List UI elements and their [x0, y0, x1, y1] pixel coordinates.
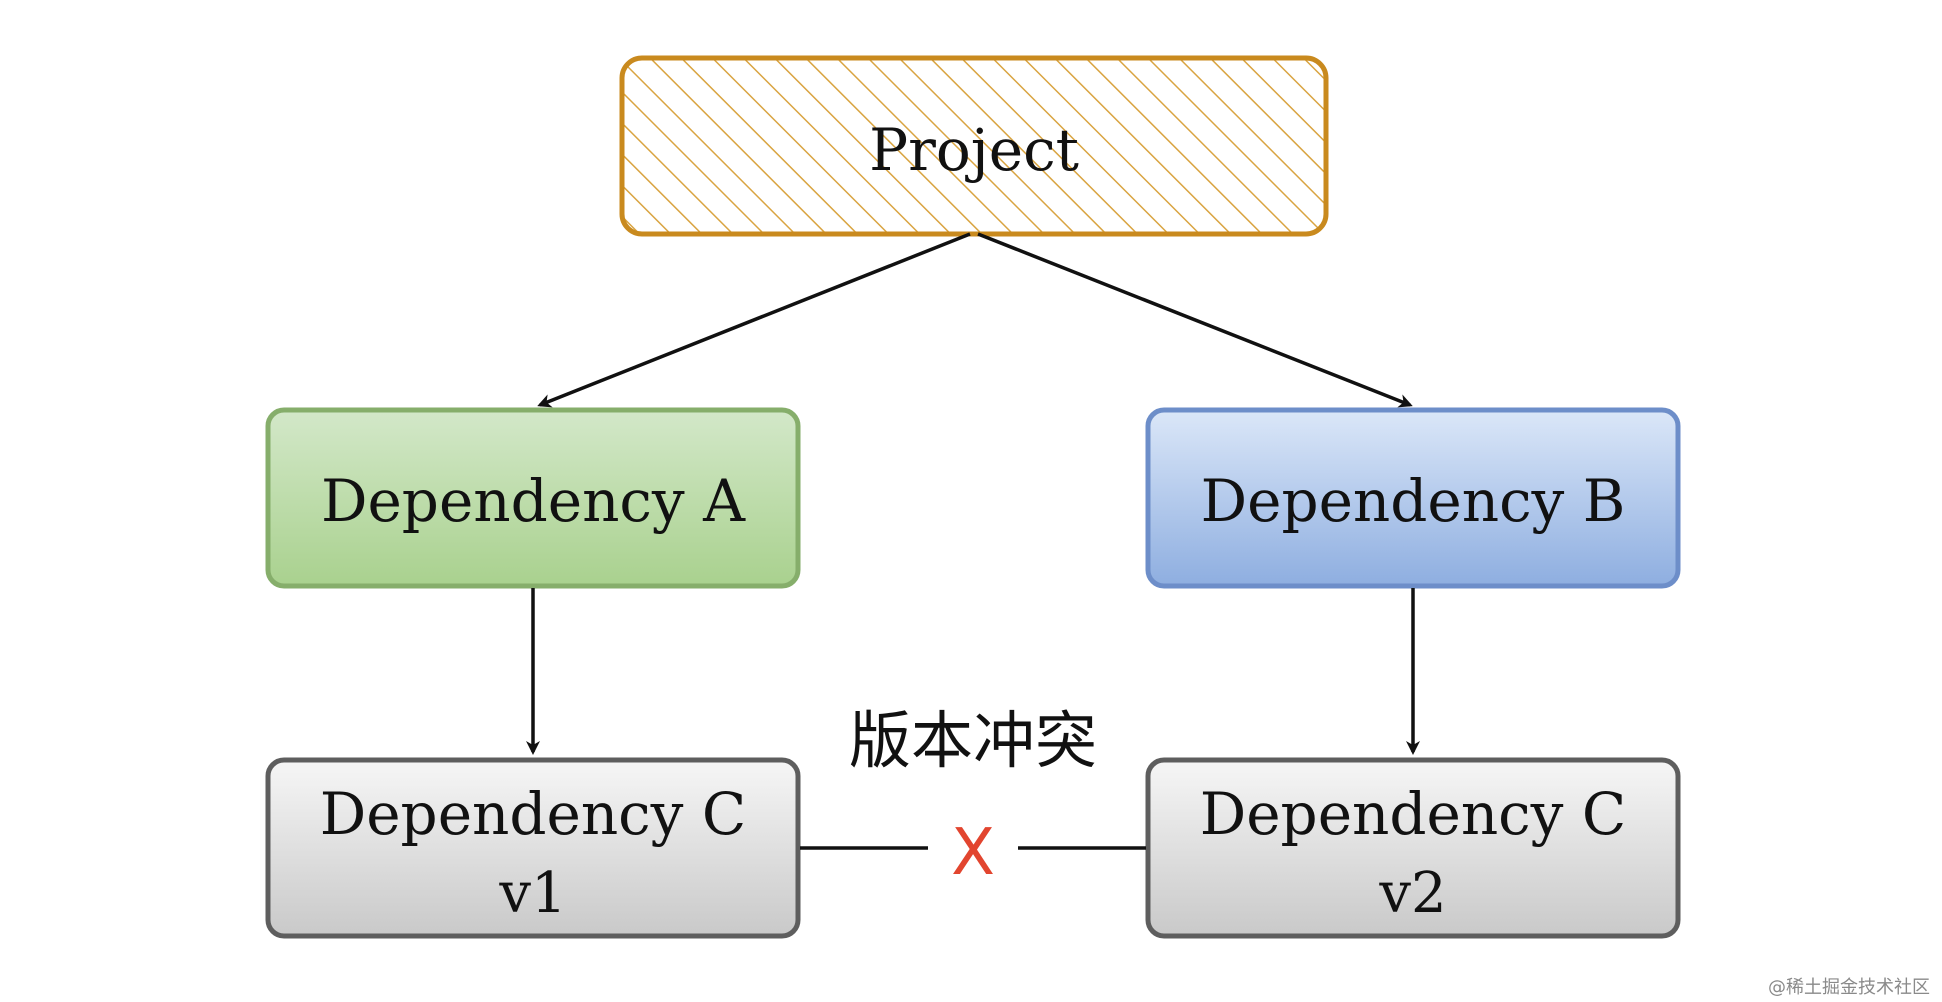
watermark: @稀土掘金技术社区 — [1768, 977, 1930, 998]
dependency-a-label: Dependency A — [321, 467, 746, 535]
conflict-x-marker: X — [951, 816, 995, 890]
dependency-c-v1-version: v1 — [498, 861, 566, 926]
project-label: Project — [869, 116, 1079, 184]
project-box — [619, 55, 1329, 237]
dependency-b-box — [1145, 407, 1681, 589]
conflict-label: 版本冲突 — [849, 704, 1097, 777]
dependency-b-label: Dependency B — [1201, 467, 1626, 535]
dependency-a-box — [265, 407, 801, 589]
dependency-c-v2-version: v2 — [1378, 861, 1446, 926]
dependency-a-node: Dependency A — [265, 407, 801, 589]
dependency-c-v2-label: Dependency C — [1200, 780, 1627, 848]
dependency-c-v2-box — [1145, 757, 1681, 939]
dependency-c-v1-box — [265, 757, 801, 939]
arrow-project-to-dependency-a — [537, 232, 971, 408]
project-node: Project — [619, 55, 1329, 237]
arrow-project-to-dependency-b — [977, 232, 1413, 408]
dependency-c-v1-node: Dependency C v1 — [265, 757, 801, 939]
dependency-b-node: Dependency B — [1145, 407, 1681, 589]
dependency-c-v1-label: Dependency C — [320, 780, 747, 848]
dependency-c-v2-node: Dependency C v2 — [1145, 757, 1681, 939]
